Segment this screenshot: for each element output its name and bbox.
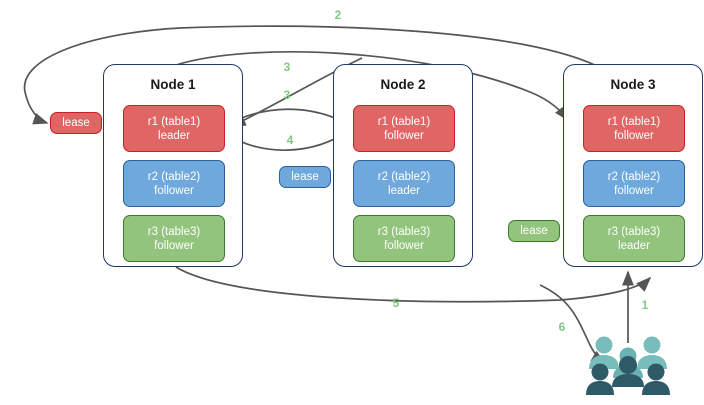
replica-name: r2 (table2) [607,170,661,183]
replica-role: follower [384,129,424,142]
replica-node3-r2[interactable]: r2 (table2) follower [583,160,685,207]
replica-node1-r3[interactable]: r3 (table3) follower [123,215,225,262]
replica-name: r3 (table3) [147,225,201,238]
node-title-node2: Node 2 [380,77,426,92]
replica-node1-r1[interactable]: r1 (table1) leader [123,105,225,152]
node-container-node3: Node 3 r1 (table1) follower r2 (table2) … [563,64,703,267]
replica-role: leader [158,129,190,142]
edge-label-5: 5 [392,296,400,310]
edge-label-3b: 3 [283,88,291,102]
lease-box-green[interactable]: lease [508,220,560,242]
replica-role: follower [154,239,194,252]
replica-role: follower [384,239,424,252]
node-title-node3: Node 3 [610,77,656,92]
replica-role: leader [388,184,420,197]
replica-node2-r2[interactable]: r2 (table2) leader [353,160,455,207]
lease-label: lease [62,117,90,129]
replica-node2-r1[interactable]: r1 (table1) follower [353,105,455,152]
replica-node1-r2[interactable]: r2 (table2) follower [123,160,225,207]
replica-name: r1 (table1) [377,115,431,128]
replica-role: follower [154,184,194,197]
replica-name: r1 (table1) [147,115,201,128]
edge-label-1: 1 [641,298,649,312]
lease-box-red[interactable]: lease [50,112,102,134]
replica-name: r1 (table1) [607,115,661,128]
lease-box-blue[interactable]: lease [279,166,331,188]
replica-node2-r3[interactable]: r3 (table3) follower [353,215,455,262]
replica-role: leader [618,239,650,252]
replica-node3-r1[interactable]: r1 (table1) follower [583,105,685,152]
replica-role: follower [614,129,654,142]
node-title-node1: Node 1 [150,77,196,92]
replica-role: follower [614,184,654,197]
node-container-node2: Node 2 r1 (table1) follower r2 (table2) … [333,64,473,267]
edge-label-3a: 3 [283,60,291,74]
users-group-icon [586,336,670,395]
replica-name: r2 (table2) [147,170,201,183]
replica-name: r3 (table3) [607,225,661,238]
lease-label: lease [291,171,319,183]
replica-name: r3 (table3) [377,225,431,238]
node-container-node1: Node 1 r1 (table1) leader r2 (table2) fo… [103,64,243,267]
edge-label-2: 2 [334,8,342,22]
replica-name: r2 (table2) [377,170,431,183]
edge-5-path [175,266,652,303]
lease-label: lease [520,225,548,237]
edge-label-4: 4 [286,133,294,147]
replica-node3-r3[interactable]: r3 (table3) leader [583,215,685,262]
edge-label-6: 6 [558,320,566,334]
